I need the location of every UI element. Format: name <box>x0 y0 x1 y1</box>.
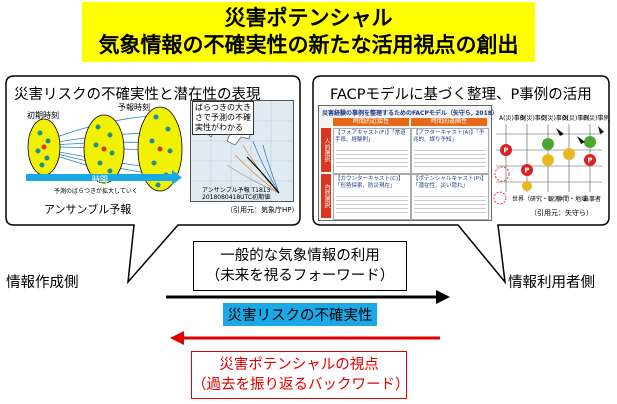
case-header-e: E(災)事例 <box>583 115 610 122</box>
row2-label: 自然選択 <box>321 174 331 218</box>
backward-potential-line-2: （過去を振り返るバックワード） <box>192 377 410 393</box>
col1-header: 時間的近接性 <box>333 118 409 126</box>
case-header-d: D(災)事例 <box>562 115 590 122</box>
time-arrow-bar <box>26 174 172 181</box>
axis-label-party: 当事者 <box>583 196 602 203</box>
map-caption-2: 2018080418UTC初期値 <box>202 194 271 201</box>
title-line-2: 気象情報の不確実性の新たな活用視点の創出 <box>98 33 519 57</box>
p-case-diagram: P P P <box>493 124 604 205</box>
cell-countercast-lines <box>336 193 408 213</box>
right-bubble-heading: FACPモデルに基づく整理、P事例の活用 <box>330 87 592 103</box>
title-banner: 災害ポテンシャル 気象情報の不確実性の新たな活用視点の創出 <box>82 2 535 62</box>
right-source: （引用元：矢守ら） <box>530 209 593 217</box>
uncertainty-label-box: 災害リスクの不確実性 <box>223 303 377 326</box>
forward-usage-line-2: （未来を視るフォーワード） <box>205 268 395 284</box>
pointer-arrows <box>556 126 604 144</box>
track-lines <box>226 140 280 194</box>
cell-potentialcast: 【ポテンシャルキャスト(P)】「潜在性、災い隠れ」 <box>411 174 489 220</box>
user-side-label: 情報利用者側 <box>508 275 595 291</box>
facp-table: 災害経験の事例を整理するためのFACPモデル（矢守ら, 2018） 時間的近接性… <box>318 105 498 221</box>
case-header-c: C(災)事例 <box>541 115 568 122</box>
center-dots <box>41 144 163 152</box>
cell-forecast-text: 【フォアキャスト(F)】「常道手段、経験則」 <box>335 130 406 143</box>
ensemble-label: アンサンブル予報 <box>44 203 132 216</box>
cell-forecast: 【フォアキャスト(F)】「常道手段、経験則」 <box>333 128 411 174</box>
axis-label-community: 仲間・地域 <box>557 196 588 203</box>
backward-potential-box: 災害ポテンシャルの視点 （過去を振り返るバックワード） <box>191 351 410 399</box>
svg-text:P: P <box>524 167 529 175</box>
creator-side-label: 情報作成側 <box>6 275 79 291</box>
backward-potential-line-1: 災害ポテンシャルの視点 <box>219 357 379 373</box>
map-caption-1: アンサンブル予報 T1813 <box>202 187 271 194</box>
svg-text:P: P <box>503 147 508 155</box>
case-header-a: A(災)事例 <box>499 115 526 122</box>
axis-label-world: 世界（研究・観測） <box>512 196 567 203</box>
facp-table-title: 災害経験の事例を整理するためのFACPモデル（矢守ら, 2018） <box>322 110 498 117</box>
spread-label: 予測のばらつきが拡大していく <box>54 188 138 195</box>
forecast-time-label: 予報時刻 <box>118 103 150 112</box>
p-markers <box>500 136 596 191</box>
left-bubble-heading: 災害リスクの不確実性と潜在性の表現 <box>14 87 261 103</box>
col2-header: 時間的遠隔性 <box>411 118 487 126</box>
forward-arrow-head <box>436 290 450 304</box>
dashed-circle-2 <box>493 191 507 205</box>
cell-potentialcast-lines <box>414 193 486 213</box>
cell-countercast: 【カウンターキャスト(C)】「形勢探索、防災現在」 <box>333 174 411 220</box>
dashed-circle-1 <box>494 166 510 182</box>
ensemble-dots <box>35 114 173 188</box>
cell-aftercast: 【アフターキャスト(A)】「予兆的、誤り予知」 <box>411 128 489 174</box>
cell-potentialcast-text: 【ポテンシャルキャスト(P)】「潜在性、災い隠れ」 <box>413 176 487 189</box>
forward-usage-line-1: 一般的な気象情報の利用 <box>220 248 380 264</box>
time-label: 時間 <box>92 175 108 184</box>
ensemble-illustration <box>26 106 183 192</box>
cell-aftercast-lines <box>414 147 486 167</box>
time-arrow-head <box>172 170 182 185</box>
uncertainty-note-box: ばらつきの大きさで予測の不確実性がわかる <box>192 101 254 135</box>
initial-time-label: 初期時刻 <box>27 111 59 120</box>
cell-forecast-lines <box>336 147 408 167</box>
cell-aftercast-text: 【アフターキャスト(A)】「予兆的、誤り予知」 <box>413 130 485 143</box>
row1-label: 人的選択 <box>321 128 331 172</box>
svg-text:P: P <box>587 157 592 165</box>
case-header-b: B(災)事例 <box>520 115 547 122</box>
title-line-1: 災害ポテンシャル <box>224 6 393 30</box>
cell-countercast-text: 【カウンターキャスト(C)】「形勢探索、防災現在」 <box>335 176 404 189</box>
forward-usage-box: 一般的な気象情報の利用 （未来を視るフォーワード） <box>193 241 407 291</box>
backward-arrow-head <box>170 331 184 345</box>
left-source: （引用元：気象庁HP） <box>226 206 299 214</box>
